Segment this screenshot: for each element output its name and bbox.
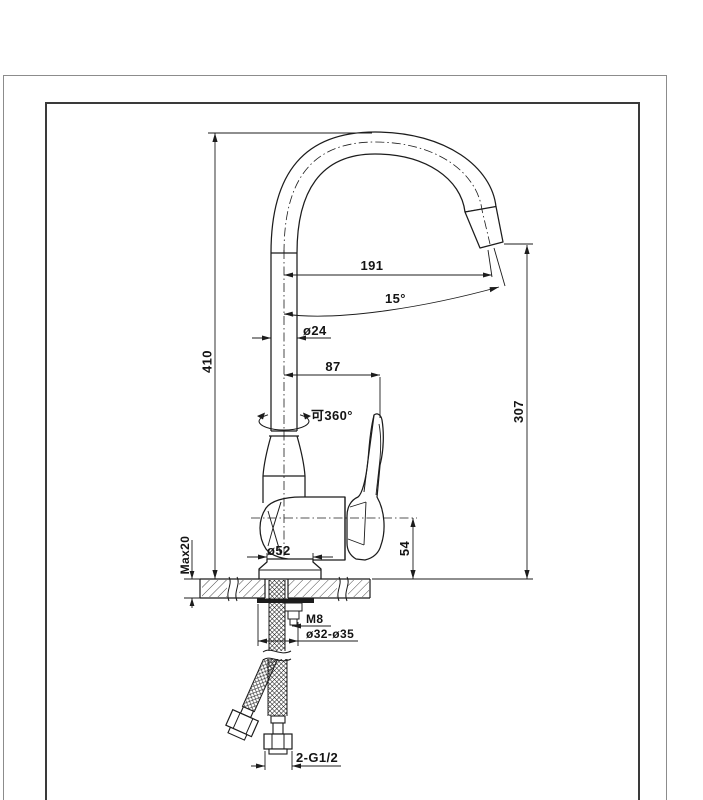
washer <box>257 598 314 603</box>
valve-body <box>259 496 346 561</box>
dim-label-max-deck-thickness: Max20 <box>178 535 192 575</box>
dim-label-spout-reach: 191 <box>360 258 384 273</box>
outer-border <box>3 75 667 800</box>
handle <box>346 413 385 561</box>
centerlines <box>251 141 491 559</box>
dim-label-escutcheon-diameter: ø52 <box>267 543 291 558</box>
break-lines <box>227 576 349 602</box>
dim-label-hole-diameter: ø32-ø35 <box>306 627 355 641</box>
dim-label-handle-projection: 87 <box>325 359 341 374</box>
inner-border <box>45 102 640 800</box>
supply-hose-vertical <box>262 580 293 755</box>
dim-label-overall-height: 410 <box>199 350 215 373</box>
spout-pipe <box>270 253 298 431</box>
dim-label-outlet-height: 307 <box>511 400 526 423</box>
spout-outer-arc <box>270 131 497 254</box>
hex-nut-vertical <box>263 733 293 750</box>
dimension-arrowheads <box>189 133 530 769</box>
dim-label-stud-thread: M8 <box>306 612 324 626</box>
spout-outlet <box>464 205 504 249</box>
dim-label-spout-angle: 15° <box>385 291 406 306</box>
dim-label-swivel-range: 可360° <box>311 408 353 423</box>
spout-inner-arc <box>296 153 466 254</box>
base-flange <box>258 558 322 580</box>
dim-label-body-center-height: 54 <box>397 540 412 557</box>
dim-label-spout-diameter: ø24 <box>303 323 327 338</box>
mounting-hardware <box>257 598 314 626</box>
countertop <box>199 576 371 602</box>
dim-label-hose-thread: 2-G1/2 <box>296 750 339 765</box>
faucet-body <box>258 131 504 580</box>
